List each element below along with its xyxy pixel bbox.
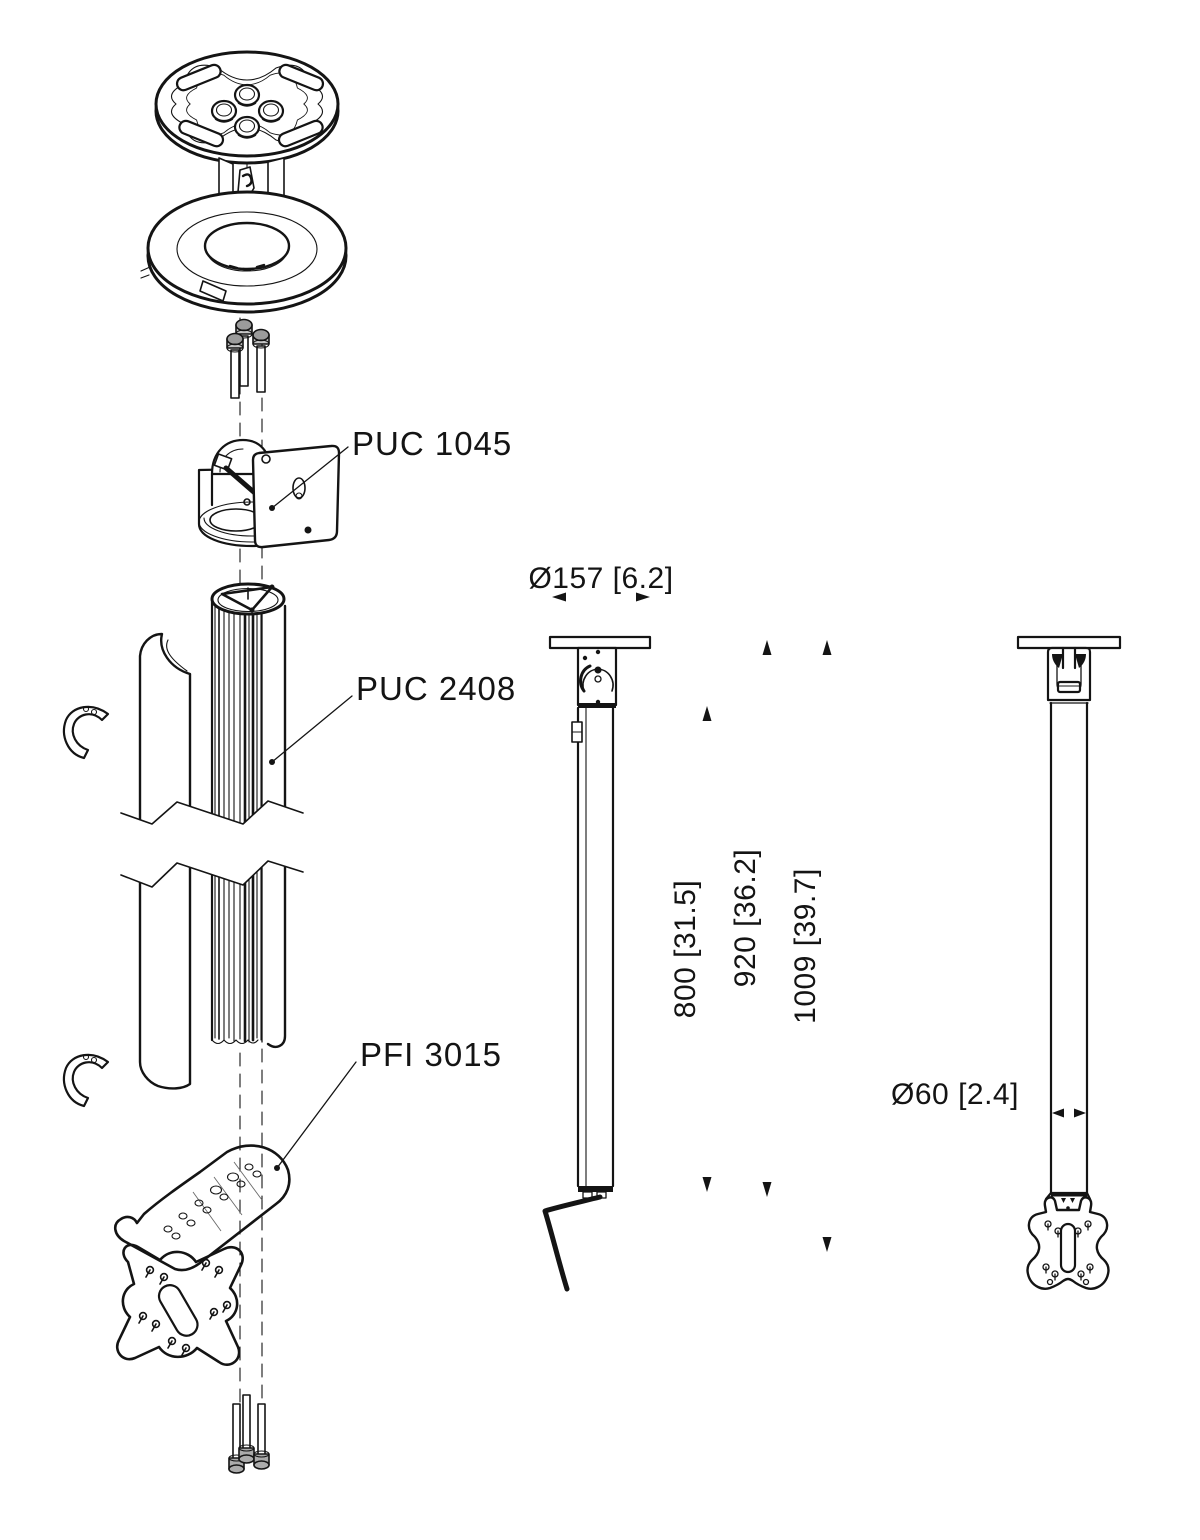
- side-bracket-profile: [542, 1194, 603, 1292]
- pole-length-dim: 800 [31.5]: [669, 880, 702, 1018]
- front-ceiling-plate: [1016, 635, 1122, 650]
- leader-line: [271, 695, 353, 763]
- coupler-label: PUC 1045: [352, 425, 512, 462]
- bolt: [235, 318, 253, 387]
- pole-label: PUC 2408: [356, 670, 516, 707]
- assembly-length-dim: 920 [36.2]: [729, 849, 762, 987]
- cover-ring-tab: [199, 280, 227, 302]
- side-ceiling-plate: [548, 635, 652, 650]
- front-vesa-adapter: [1026, 1196, 1110, 1290]
- clip-piece: [62, 705, 110, 760]
- pole-puc2408: [62, 582, 304, 1108]
- front-pole: [1049, 701, 1089, 1195]
- coupler-puc1045: [197, 438, 341, 549]
- bolt: [228, 1403, 245, 1474]
- side-view: Ø157 [6.2] 800 [31.5] 920 [36.2] 1009 [3…: [528, 562, 842, 1292]
- front-coupler: [1046, 646, 1092, 704]
- plate-diameter-dim: Ø157 [6.2]: [528, 562, 673, 595]
- mounting-bolts-top: [226, 318, 270, 399]
- part-labels: PUC 1045 PUC 2408 PFI 3015: [269, 425, 516, 1171]
- bolt: [253, 1403, 270, 1470]
- bracket-vesa-adapter: [115, 1243, 244, 1367]
- pole-diameter-dim: Ø60 [2.4]: [891, 1078, 1019, 1111]
- side-dimensions: Ø157 [6.2] 800 [31.5] 920 [36.2] 1009 [3…: [528, 562, 842, 1252]
- mounting-bolts-bottom: [228, 1394, 270, 1474]
- bracket-keyholes: [138, 1258, 232, 1356]
- bolt: [226, 332, 244, 399]
- plate-slots: [175, 63, 325, 148]
- front-dimension: Ø60 [2.4]: [891, 1078, 1086, 1118]
- leader-line: [271, 446, 349, 509]
- exploded-view: PUC 1045 PUC 2408 PFI 3015: [62, 50, 516, 1474]
- cover-ring-hole: [203, 221, 291, 271]
- bolt: [238, 1394, 255, 1464]
- side-coupler: [576, 646, 618, 708]
- bracket-curved-plate: [114, 1144, 291, 1272]
- break-line-lower: [120, 860, 304, 888]
- front-view: Ø60 [2.4]: [891, 635, 1122, 1290]
- ceiling-plate: [154, 50, 340, 211]
- total-length-dim: 1009 [39.7]: [789, 868, 822, 1024]
- cover-ring: [140, 190, 348, 314]
- bracket-pfi3015: [114, 1144, 291, 1367]
- break-line-upper: [120, 800, 304, 825]
- leader-line: [276, 1061, 357, 1169]
- bracket-holes: [163, 1163, 262, 1240]
- vesa-keyholes: [1042, 1220, 1094, 1286]
- bolt: [252, 328, 270, 393]
- bracket-label: PFI 3015: [360, 1036, 502, 1073]
- plate-hex-bolts: [210, 83, 285, 139]
- side-pole: [571, 706, 615, 1199]
